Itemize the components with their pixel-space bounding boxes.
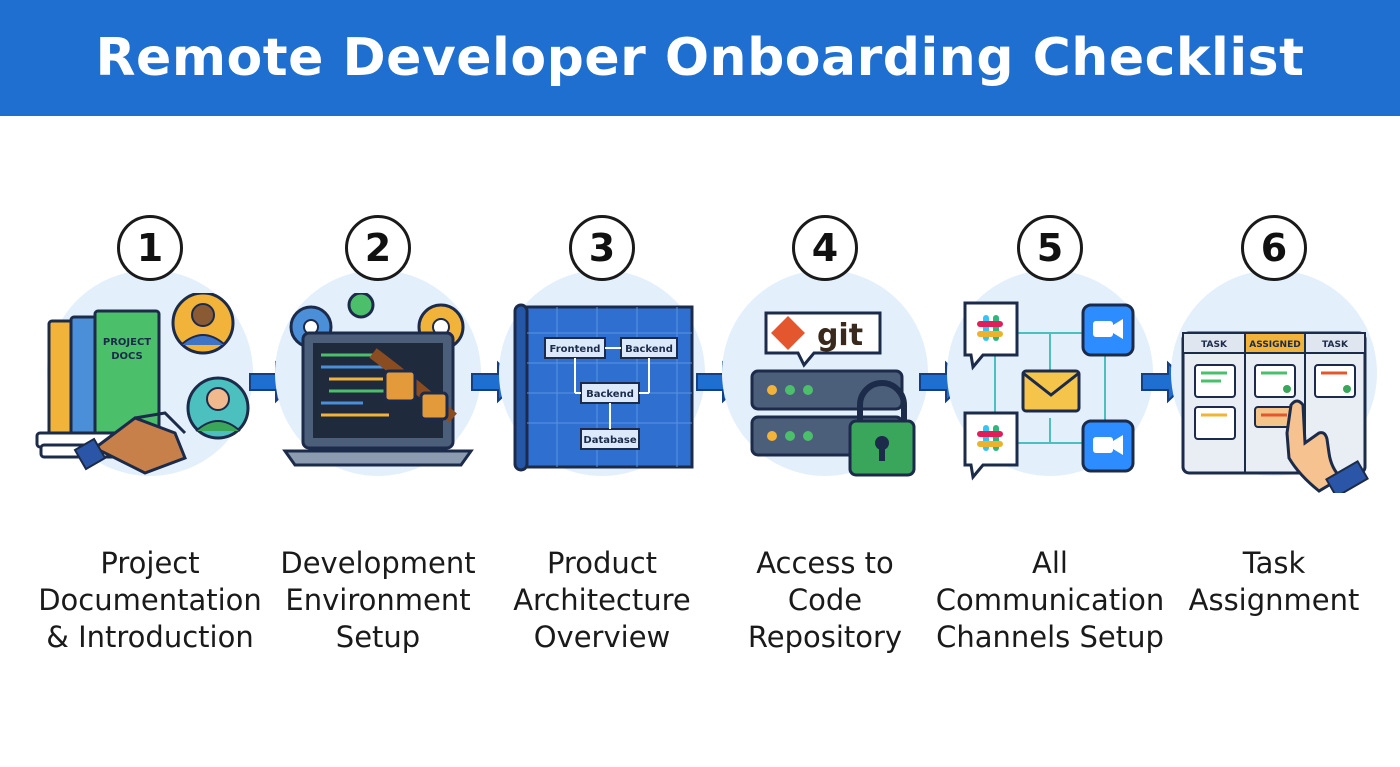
svg-text:Backend: Backend [625, 344, 673, 355]
step-5: 5 [935, 215, 1165, 675]
step-3: 3 Frontend Backend Backend Database [487, 215, 717, 675]
svg-text:DOCS: DOCS [111, 351, 143, 362]
svg-text:Frontend: Frontend [550, 344, 601, 355]
padlock-icon [848, 380, 916, 477]
step-illustration [282, 293, 474, 467]
svg-text:Database: Database [583, 435, 636, 446]
envelope-icon [1021, 369, 1081, 413]
step-number: 5 [1017, 215, 1083, 281]
toolbelt-icon [369, 348, 457, 423]
page-title: Remote Developer Onboarding Checklist [95, 28, 1305, 88]
step-illustration: git [750, 311, 916, 477]
step-label: All Communication Channels Setup [935, 546, 1165, 654]
step-6: 6 TASK ASSIGNED TASK [1159, 215, 1389, 675]
svg-text:PROJECT: PROJECT [103, 337, 151, 348]
slack-icon [963, 301, 1019, 481]
git-logo-icon: git [764, 311, 882, 368]
step-4: 4 git Access to Code Repository [710, 215, 940, 675]
step-illustration: Frontend Backend Backend Database [513, 303, 694, 472]
step-2: 2 Development Environment Setu [263, 215, 493, 675]
person-avatar-icon [171, 293, 250, 440]
step-label: Task Assignment [1188, 546, 1360, 617]
title-banner: Remote Developer Onboarding Checklist [0, 0, 1400, 116]
svg-text:TASK: TASK [1201, 340, 1228, 350]
step-label: Product Architecture Overview [513, 546, 691, 654]
step-illustration: PROJECT DOCS [35, 293, 250, 475]
step-number: 4 [792, 215, 858, 281]
step-number: 6 [1241, 215, 1307, 281]
svg-text:ASSIGNED: ASSIGNED [1249, 340, 1300, 350]
step-1: 1 PROJECT DOCS Project Documentation & [35, 215, 265, 675]
step-number: 1 [117, 215, 183, 281]
svg-text:Backend: Backend [586, 389, 634, 400]
video-call-icon [1081, 303, 1135, 473]
pointing-hand-icon [1285, 399, 1369, 493]
step-label: Development Environment Setup [280, 546, 476, 654]
kanban-board-icon: TASK ASSIGNED TASK [1181, 331, 1367, 475]
svg-text:git: git [817, 318, 863, 353]
blueprint-icon: Frontend Backend Backend Database [513, 303, 694, 472]
step-number: 3 [569, 215, 635, 281]
handshake-icon [73, 411, 187, 475]
step-illustration [963, 301, 1135, 481]
step-illustration: TASK ASSIGNED TASK [1181, 331, 1369, 493]
step-number: 2 [345, 215, 411, 281]
svg-text:TASK: TASK [1322, 340, 1349, 350]
step-label: Project Documentation & Introduction [38, 546, 262, 654]
step-label: Access to Code Repository [747, 546, 903, 654]
